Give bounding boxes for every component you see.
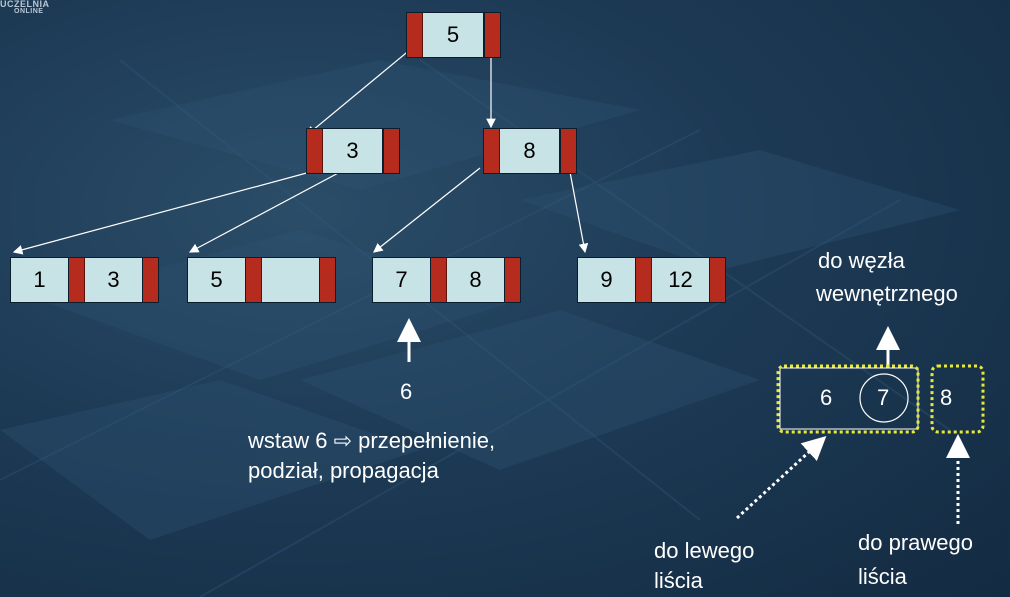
logo: UCZELNIA ONLINE xyxy=(0,0,70,18)
pointer-cell xyxy=(636,258,652,302)
internal-node-right: 8 xyxy=(483,128,577,174)
logo-line2: ONLINE xyxy=(14,8,44,15)
to-right-leaf-line2: liścia xyxy=(858,564,907,589)
internal-left-key: 3 xyxy=(323,129,383,173)
pointer-cell xyxy=(560,129,576,173)
root-node: 5 xyxy=(406,12,501,58)
to-left-leaf-line1: do lewego xyxy=(654,538,755,563)
pointer-cell xyxy=(320,258,335,302)
leaf-key-empty xyxy=(262,258,320,302)
pointer-cell xyxy=(710,258,725,302)
leaf-key: 7 xyxy=(373,258,431,302)
leaf-key: 3 xyxy=(85,258,143,302)
pointer-cell xyxy=(307,129,323,173)
pointer-cell xyxy=(407,13,423,57)
split-key-8: 8 xyxy=(940,385,953,410)
leaf-node-3: 7 8 xyxy=(372,257,521,303)
to-right-leaf-line1: do prawego xyxy=(858,530,973,555)
leaf-key: 12 xyxy=(652,258,710,302)
leaf-node-2: 5 xyxy=(187,257,336,303)
pointer-cell xyxy=(383,129,399,173)
root-key: 5 xyxy=(423,13,484,57)
insert-caption-line1: wstaw 6 ⇨ przepełnienie, xyxy=(248,428,496,453)
leaf-key: 1 xyxy=(11,258,69,302)
pointer-cell xyxy=(69,258,85,302)
insert-caption-line2: podział, propagacja xyxy=(248,458,439,483)
pointer-cell xyxy=(431,258,447,302)
pointer-cell xyxy=(484,129,500,173)
pointer-cell xyxy=(143,258,158,302)
to-internal-line1: do węzła xyxy=(818,248,905,273)
leaf-key: 9 xyxy=(578,258,636,302)
leaf-node-1: 1 3 xyxy=(10,257,159,303)
pointer-cell xyxy=(246,258,262,302)
pointer-cell xyxy=(505,258,520,302)
internal-right-key: 8 xyxy=(500,129,560,173)
insert-value: 6 xyxy=(400,379,413,404)
split-key-6: 6 xyxy=(820,385,833,410)
leaf-node-4: 9 12 xyxy=(577,257,726,303)
to-internal-line2: wewnętrznego xyxy=(816,281,958,306)
leaf-key: 8 xyxy=(447,258,505,302)
to-left-leaf-line2: liścia xyxy=(654,568,703,593)
pointer-cell xyxy=(484,13,500,57)
leaf-key: 5 xyxy=(188,258,246,302)
internal-node-left: 3 xyxy=(306,128,400,174)
logo-line1: UCZELNIA xyxy=(0,0,50,9)
split-key-7: 7 xyxy=(877,385,890,410)
